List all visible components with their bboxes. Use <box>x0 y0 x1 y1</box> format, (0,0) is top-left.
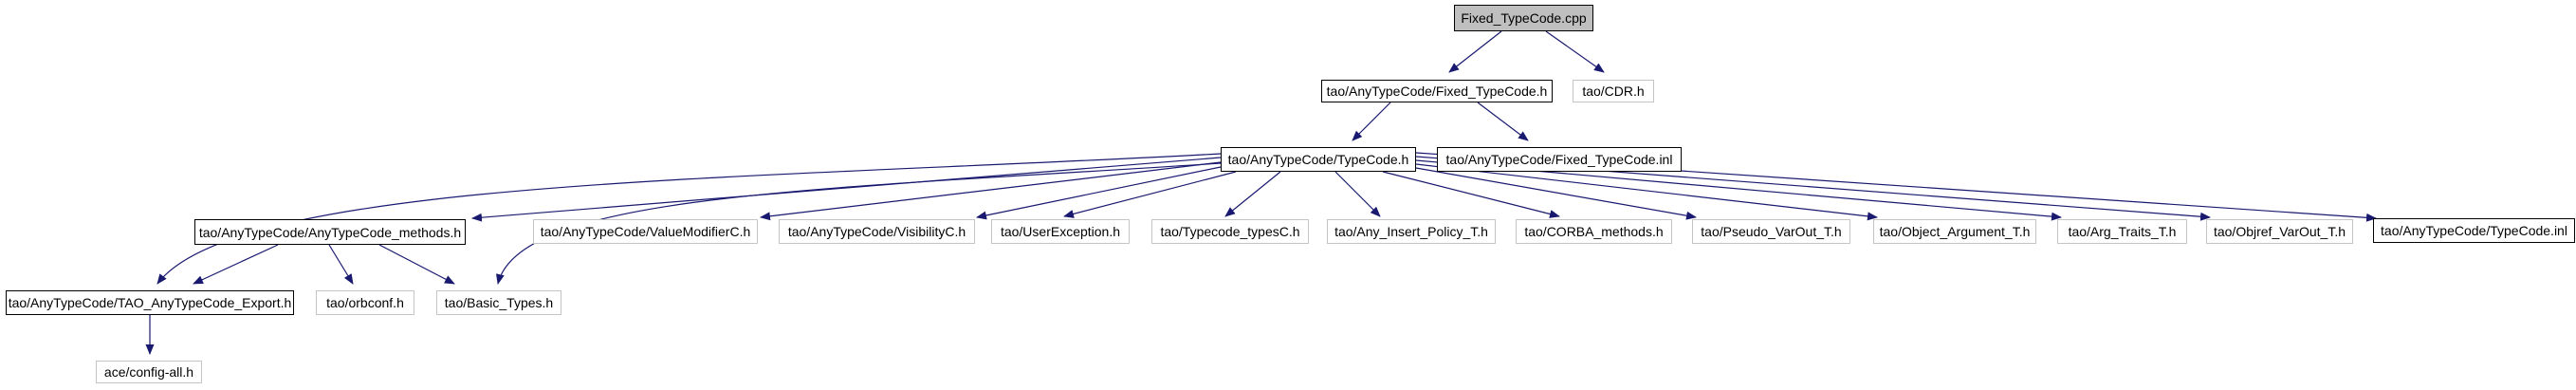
edge-typecode-h-to-userexception-h <box>1063 171 1237 218</box>
node-tao-anytypecode-export-h[interactable]: tao/AnyTypeCode/TAO_AnyTypeCode_Export.h <box>6 290 294 315</box>
node-typecode-typesc-h: tao/Typecode_typesC.h <box>1151 219 1309 244</box>
node-ace-config-all-h: ace/config-all.h <box>96 361 202 383</box>
edge-fixed-typecode-h-to-typecode-h <box>1352 102 1391 141</box>
node-any-insert-policy-t-h: tao/Any_Insert_Policy_T.h <box>1327 219 1496 244</box>
edge-typecode-h-to-valuemodifierc-h <box>760 161 1222 221</box>
edge-typecode-h-to-object-argument-t-h <box>1415 163 1878 221</box>
edge-cpp-to-cdr-h <box>1545 30 1605 73</box>
node-fixed-typecode-cpp: Fixed_TypeCode.cpp <box>1454 5 1593 31</box>
edge-cpp-to-fixed-typecode-h <box>1448 30 1502 73</box>
node-pseudo-varout-t-h: tao/Pseudo_VarOut_T.h <box>1692 219 1850 244</box>
node-typecode-inl[interactable]: tao/AnyTypeCode/TypeCode.inl <box>2373 218 2575 243</box>
node-anytypecode-methods-h[interactable]: tao/AnyTypeCode/AnyTypeCode_methods.h <box>194 219 466 245</box>
edge-anytypecode-methods-h-to-tao-anytypecode-export-h <box>193 244 279 285</box>
edge-typecode-h-to-visibilityc-h <box>976 166 1222 220</box>
node-object-argument-t-h: tao/Object_Argument_T.h <box>1873 219 2036 244</box>
node-fixed-typecode-inl[interactable]: tao/AnyTypeCode/Fixed_TypeCode.inl <box>1437 147 1682 172</box>
node-userexception-h: tao/UserException.h <box>991 219 1130 244</box>
node-cdr-h: tao/CDR.h <box>1573 80 1654 102</box>
node-corba-methods-h: tao/CORBA_methods.h <box>1516 219 1672 244</box>
node-orbconf-h: tao/orbconf.h <box>316 290 414 315</box>
node-arg-traits-t-h: tao/Arg_Traits_T.h <box>2057 219 2187 244</box>
edge-fixed-typecode-h-to-fixed-typecode-inl <box>1477 102 1529 141</box>
edge-anytypecode-methods-h-to-orbconf-h <box>328 244 354 285</box>
node-fixed-typecode-h[interactable]: tao/AnyTypeCode/Fixed_TypeCode.h <box>1321 80 1553 102</box>
node-typecode-h[interactable]: tao/AnyTypeCode/TypeCode.h <box>1221 147 1416 172</box>
edge-typecode-h-to-corba-methods-h <box>1382 171 1560 218</box>
node-valuemodifierc-h: tao/AnyTypeCode/ValueModifierC.h <box>533 219 758 244</box>
edge-typecode-h-to-any-insert-policy-t-h <box>1334 171 1381 217</box>
edge-typecode-h-to-typecode-typesc-h <box>1224 171 1281 217</box>
node-basic-types-h: tao/Basic_Types.h <box>436 290 561 315</box>
edge-typecode-h-to-pseudo-varout-t-h <box>1415 167 1697 220</box>
node-objref-varout-t-h: tao/Objref_VarOut_T.h <box>2206 219 2353 244</box>
edge-anytypecode-methods-h-to-basic-types-h <box>378 244 455 285</box>
edge-typecode-h-to-basic-types-h <box>496 162 1222 285</box>
node-visibilityc-h: tao/AnyTypeCode/VisibilityC.h <box>779 219 975 244</box>
edge-typecode-h-to-anytypecode-methods-h <box>471 157 1222 222</box>
